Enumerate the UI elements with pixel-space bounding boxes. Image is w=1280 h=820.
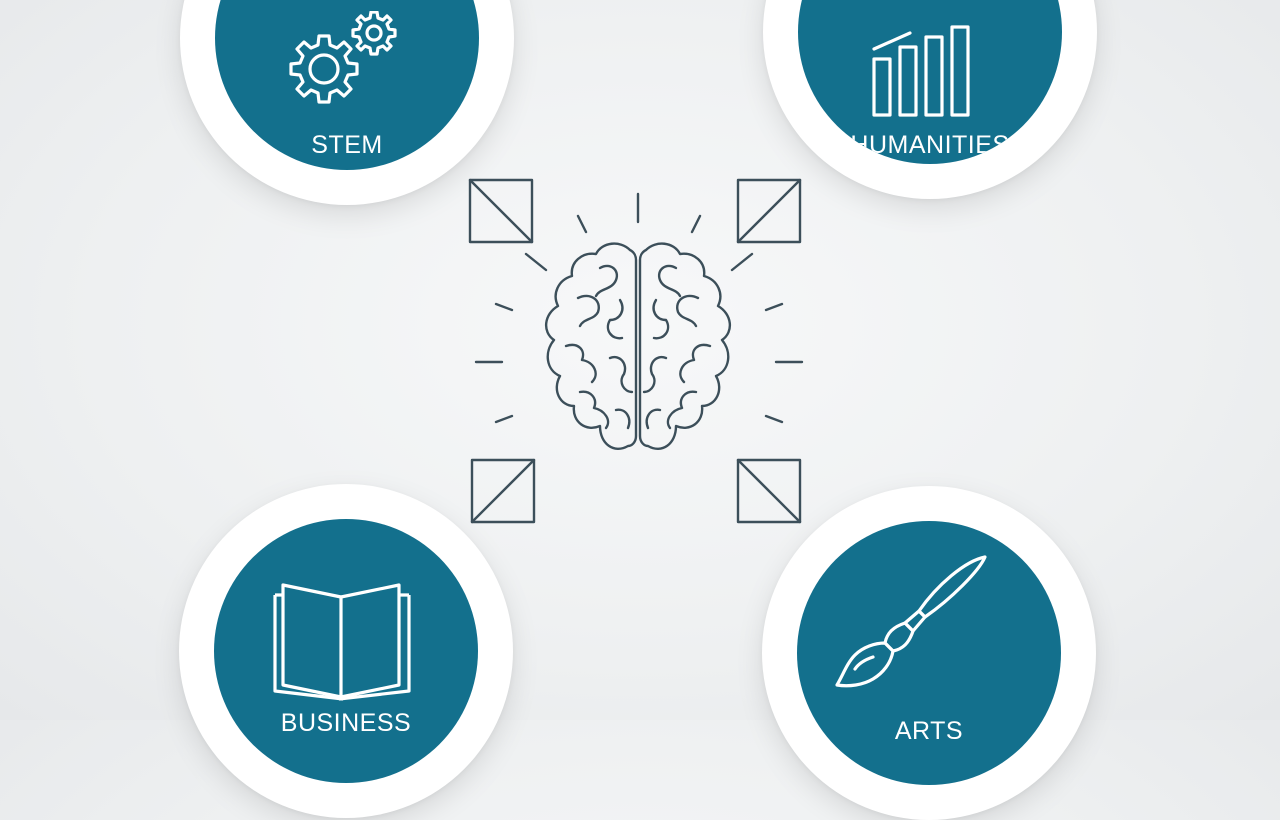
- card-humanities-circle: HUMANITIES: [798, 0, 1062, 164]
- radiating-lines: [474, 192, 804, 424]
- card-stem-circle: STEM: [215, 0, 479, 170]
- open-book-icon: [273, 583, 411, 701]
- corner-box-icon: [468, 178, 534, 244]
- bar-chart-icon: [872, 25, 970, 117]
- card-arts: ARTS: [762, 486, 1096, 820]
- card-humanities-label: HUMANITIES: [850, 131, 1010, 159]
- corner-box-icon: [470, 458, 536, 524]
- paintbrush-icon: [835, 555, 987, 688]
- brain-icon: [545, 242, 731, 450]
- card-business-circle: BUSINESS: [214, 519, 478, 783]
- corner-box-icon: [736, 458, 802, 524]
- card-business: BUSINESS: [179, 484, 513, 818]
- card-arts-circle: ARTS: [797, 521, 1061, 785]
- gears-icon: [289, 11, 397, 104]
- card-stem-label: STEM: [311, 131, 383, 159]
- corner-box-icon: [736, 178, 802, 244]
- card-arts-label: ARTS: [894, 717, 964, 745]
- card-stem: STEM: [180, 0, 514, 205]
- card-business-label: BUSINESS: [280, 709, 412, 737]
- brain-graphic: [468, 178, 804, 524]
